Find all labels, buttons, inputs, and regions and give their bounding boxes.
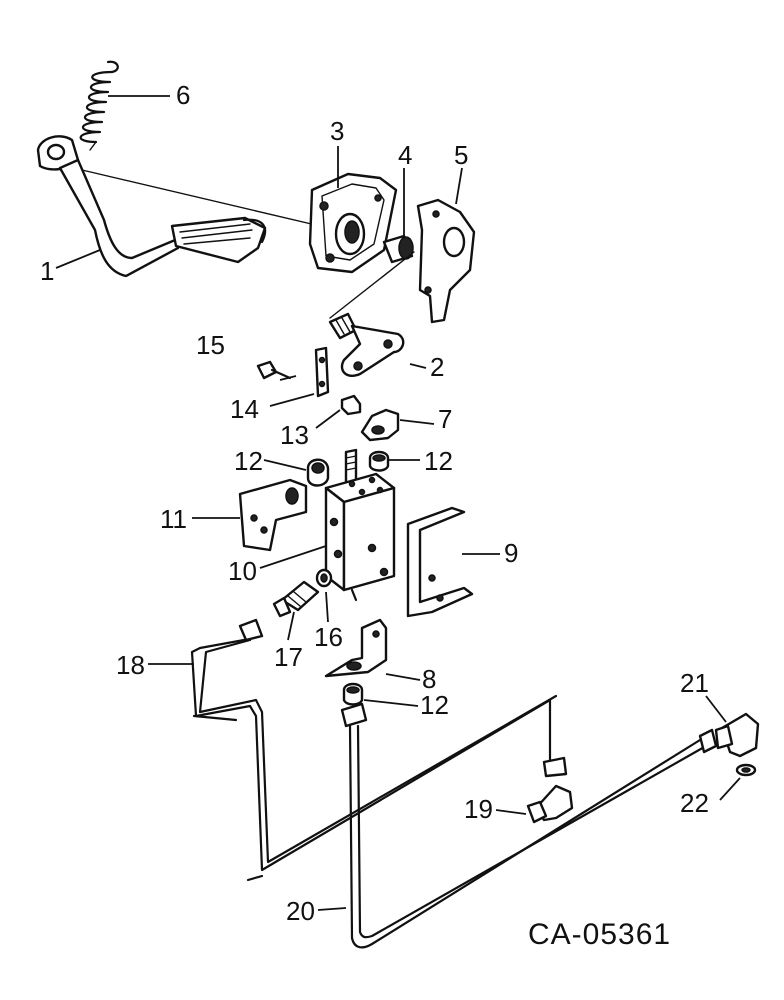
valve-body-part-10 — [324, 448, 396, 602]
callout-5: 5 — [454, 140, 468, 170]
callout-2: 2 — [430, 352, 444, 382]
callout-10: 10 — [228, 556, 257, 586]
pedal-part-1 — [36, 135, 267, 278]
callout-9: 9 — [504, 538, 518, 568]
bolt-part-15 — [256, 360, 292, 380]
elbow-part-19 — [526, 784, 574, 824]
callout-20: 20 — [286, 896, 315, 926]
spring-part-6 — [79, 60, 119, 151]
housing-part-3 — [308, 172, 398, 274]
bushing-part-4 — [382, 234, 414, 264]
diagram-code: CA-05361 — [528, 918, 671, 951]
block-part-13 — [340, 394, 362, 416]
bracket-part-7 — [360, 408, 400, 442]
callout-6: 6 — [176, 80, 190, 110]
bracket-part-8 — [324, 618, 388, 678]
callout-11: 11 — [160, 504, 187, 534]
callout-18: 18 — [116, 650, 145, 680]
callout-12-lower: 12 — [420, 690, 449, 720]
callout-19: 19 — [464, 794, 493, 824]
leader-lines — [55, 95, 741, 911]
assembly-line — [81, 169, 321, 227]
bracket-part-9 — [406, 506, 474, 618]
nut-part-12-upper-right — [368, 450, 390, 472]
callout-12-upper-left: 12 — [234, 446, 263, 476]
elbow-part-21 — [714, 712, 760, 758]
tube-part-20 — [340, 702, 718, 949]
cover-plate-part-5 — [416, 198, 476, 324]
oring-part-22 — [735, 763, 757, 777]
callout-4: 4 — [398, 140, 412, 170]
lever-part-2 — [328, 312, 405, 377]
callout-3: 3 — [330, 116, 344, 146]
washer-part-16 — [315, 568, 333, 588]
nut-part-12-lower — [342, 682, 364, 706]
callout-8: 8 — [422, 664, 436, 694]
fitting-part-17 — [272, 580, 320, 618]
callout-14: 14 — [230, 394, 259, 424]
callout-17: 17 — [274, 642, 303, 672]
bracket-part-14 — [314, 346, 330, 398]
callout-7: 7 — [438, 404, 452, 434]
nut-part-12-upper-left — [306, 458, 330, 487]
callout-13: 13 — [280, 420, 309, 450]
callout-15: 15 — [196, 330, 225, 360]
callout-12-upper-right: 12 — [424, 446, 453, 476]
callout-16: 16 — [314, 622, 343, 652]
callout-22: 22 — [680, 788, 709, 818]
tube-part-18 — [190, 618, 568, 882]
bracket-part-11 — [238, 478, 308, 552]
callout-21: 21 — [680, 668, 709, 698]
assembly-line — [329, 251, 415, 319]
callout-1: 1 — [40, 256, 54, 286]
